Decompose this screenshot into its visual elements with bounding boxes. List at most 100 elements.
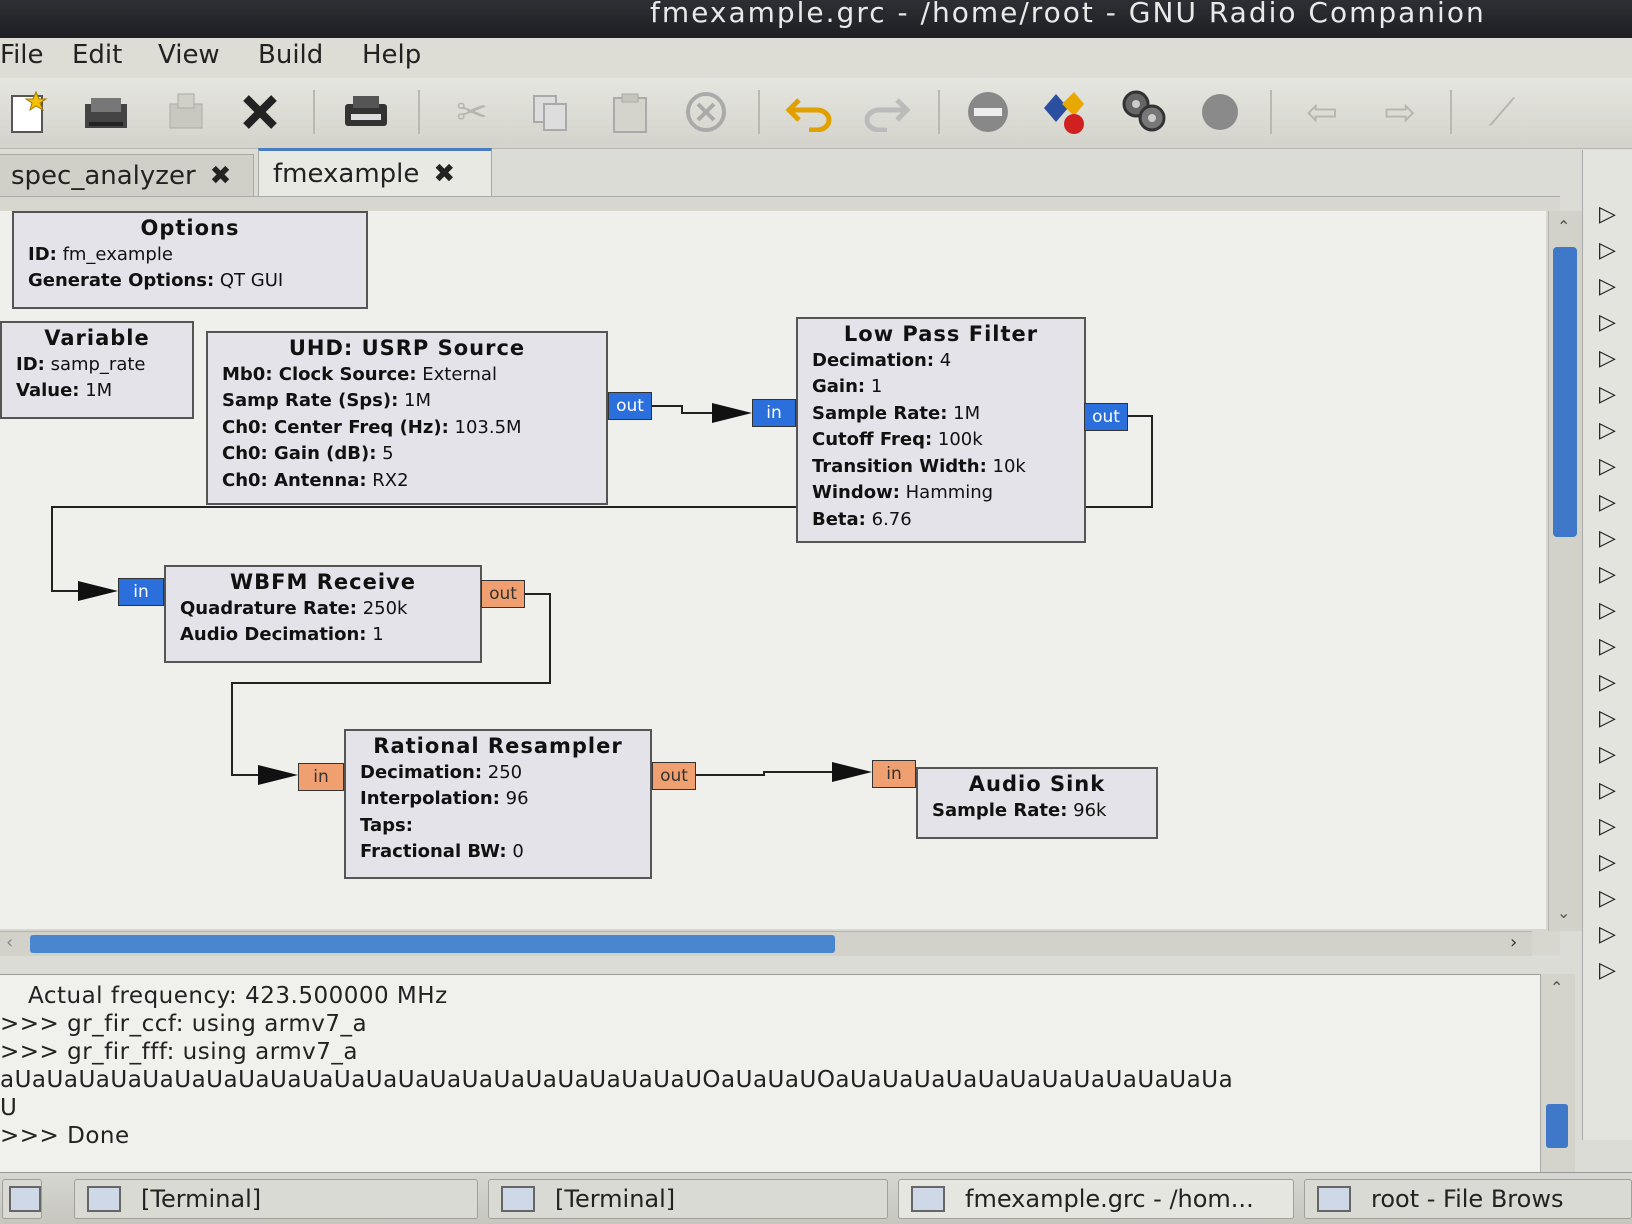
menu-help[interactable]: Help	[362, 40, 422, 70]
disable-icon[interactable]	[962, 86, 1014, 138]
expand-category-icon[interactable]: ▷	[1599, 598, 1616, 623]
expand-category-icon[interactable]: ▷	[1599, 814, 1616, 839]
scrollbar-thumb[interactable]	[30, 935, 835, 953]
expand-category-icon[interactable]: ▷	[1599, 526, 1616, 551]
port-out-wbfm[interactable]: out	[481, 580, 525, 608]
port-out-usrp[interactable]: out	[608, 392, 652, 420]
expand-category-icon[interactable]: ▷	[1599, 778, 1616, 803]
taskbar-label: fmexample.grc - /hom...	[965, 1185, 1254, 1213]
port-in-wbfm[interactable]: in	[118, 578, 164, 606]
port-out-lpf[interactable]: out	[1084, 403, 1128, 431]
close-icon[interactable]	[234, 86, 286, 138]
generate-icon[interactable]	[1040, 86, 1092, 138]
menu-view[interactable]: View	[158, 40, 220, 70]
block-wbfm-receive[interactable]: WBFM Receive Quadrature Rate: 250k Audio…	[164, 565, 482, 663]
expand-category-icon[interactable]: ▷	[1599, 670, 1616, 695]
execute-icon[interactable]	[1118, 86, 1170, 138]
expand-category-icon[interactable]: ▷	[1599, 202, 1616, 227]
console-output[interactable]: Actual frequency: 423.500000 MHz >>> gr_…	[0, 974, 1540, 1173]
scroll-up-icon[interactable]: ⌃	[1557, 217, 1571, 236]
param-key: Decimation:	[812, 349, 935, 371]
block-param: Transition Width: 10k	[798, 454, 1084, 481]
taskbar-item-terminal-1[interactable]: [Terminal]	[74, 1179, 478, 1219]
block-audio-sink[interactable]: Audio Sink Sample Rate: 96k	[916, 767, 1158, 839]
tab-label: fmexample	[273, 158, 420, 189]
expand-category-icon[interactable]: ▷	[1599, 850, 1616, 875]
console-scrollbar[interactable]: ⌃	[1540, 974, 1575, 1172]
console-line: U	[0, 1095, 18, 1121]
port-in-resampler[interactable]: in	[298, 763, 344, 791]
new-icon[interactable]	[2, 86, 54, 138]
canvas-horizontal-scrollbar[interactable]: ‹ ›	[0, 931, 1532, 956]
taskbar-item-file-browser[interactable]: root - File Brows	[1304, 1179, 1632, 1219]
scroll-down-icon[interactable]: ⌄	[1557, 903, 1571, 922]
toolbar: ✂ ⇦ ⇨ ⟋	[0, 78, 1632, 149]
expand-category-icon[interactable]: ▷	[1599, 958, 1616, 983]
console-line: Actual frequency: 423.500000 MHz	[28, 983, 448, 1009]
close-tab-icon[interactable]: ✖	[209, 160, 232, 191]
find-icon[interactable]: ⟋	[1488, 89, 1516, 134]
taskbar-item-terminal-2[interactable]: [Terminal]	[488, 1179, 888, 1219]
menu-build[interactable]: Build	[258, 40, 324, 70]
expand-category-icon[interactable]: ▷	[1599, 382, 1616, 407]
cut-icon[interactable]: ✂	[456, 90, 488, 134]
redo-icon[interactable]	[860, 86, 912, 138]
expand-category-icon[interactable]: ▷	[1599, 238, 1616, 263]
port-in-lpf[interactable]: in	[752, 399, 796, 427]
flowgraph-canvas[interactable]: Options ID: fm_example Generate Options:…	[0, 211, 1546, 929]
expand-category-icon[interactable]: ▷	[1599, 274, 1616, 299]
close-tab-icon[interactable]: ✖	[433, 158, 456, 189]
terminal-icon	[501, 1186, 535, 1212]
param-value: 1M	[947, 402, 981, 424]
param-value: 6.76	[865, 508, 912, 530]
expand-category-icon[interactable]: ▷	[1599, 490, 1616, 515]
menu-file[interactable]: File	[0, 40, 44, 70]
port-out-resampler[interactable]: out	[652, 762, 696, 790]
scroll-right-icon[interactable]: ›	[1510, 932, 1518, 953]
expand-category-icon[interactable]: ▷	[1599, 562, 1616, 587]
delete-icon[interactable]	[680, 86, 732, 138]
show-desktop-button[interactable]	[2, 1179, 42, 1219]
save-icon[interactable]	[160, 86, 212, 138]
undo-icon[interactable]	[784, 86, 836, 138]
rotate-left-icon[interactable]: ⇦	[1306, 90, 1338, 134]
block-rational-resampler[interactable]: Rational Resampler Decimation: 250 Inter…	[344, 729, 652, 879]
connection-lpf-wbfm	[51, 415, 1153, 592]
expand-category-icon[interactable]: ▷	[1599, 418, 1616, 443]
expand-category-icon[interactable]: ▷	[1599, 346, 1616, 371]
tab-spec-analyzer[interactable]: spec_analyzer ✖	[0, 154, 254, 196]
tab-fmexample[interactable]: fmexample ✖	[258, 148, 492, 196]
param-key: Gain:	[812, 376, 866, 397]
scrollbar-thumb[interactable]	[1553, 247, 1577, 537]
block-variable[interactable]: Variable ID: samp_rate Value: 1M	[0, 321, 194, 419]
block-title: Audio Sink	[968, 772, 1106, 796]
print-icon[interactable]	[340, 86, 392, 138]
taskbar-item-grc[interactable]: fmexample.grc - /hom...	[898, 1179, 1294, 1219]
expand-category-icon[interactable]: ▷	[1599, 742, 1616, 767]
block-param: Interpolation: 96	[346, 786, 650, 813]
kill-icon[interactable]	[1194, 86, 1246, 138]
block-title: Low Pass Filter	[843, 322, 1039, 346]
block-low-pass-filter[interactable]: Low Pass Filter Decimation: 4 Gain: 1 Sa…	[796, 317, 1086, 543]
param-key: ID:	[28, 243, 57, 265]
copy-icon[interactable]	[524, 86, 576, 138]
expand-category-icon[interactable]: ▷	[1599, 706, 1616, 731]
port-in-audio[interactable]: in	[872, 760, 916, 788]
menu-edit[interactable]: Edit	[72, 40, 123, 70]
paste-icon[interactable]	[604, 86, 656, 138]
scrollbar-thumb[interactable]	[1546, 1104, 1568, 1148]
block-options[interactable]: Options ID: fm_example Generate Options:…	[12, 211, 368, 309]
block-param: Ch0: Antenna: RX2	[208, 468, 606, 495]
open-icon[interactable]	[80, 86, 132, 138]
canvas-vertical-scrollbar[interactable]: ⌃ ⌄	[1548, 211, 1583, 931]
expand-category-icon[interactable]: ▷	[1599, 310, 1616, 335]
expand-category-icon[interactable]: ▷	[1599, 634, 1616, 659]
expand-category-icon[interactable]: ▷	[1599, 454, 1616, 479]
scroll-up-icon[interactable]: ⌃	[1550, 978, 1564, 997]
rotate-right-icon[interactable]: ⇨	[1384, 90, 1416, 134]
scroll-left-icon[interactable]: ‹	[6, 932, 14, 953]
block-usrp-source[interactable]: UHD: USRP Source Mb0: Clock Source: Exte…	[206, 331, 608, 505]
expand-category-icon[interactable]: ▷	[1599, 922, 1616, 947]
param-key: Beta:	[812, 508, 866, 530]
expand-category-icon[interactable]: ▷	[1599, 886, 1616, 911]
